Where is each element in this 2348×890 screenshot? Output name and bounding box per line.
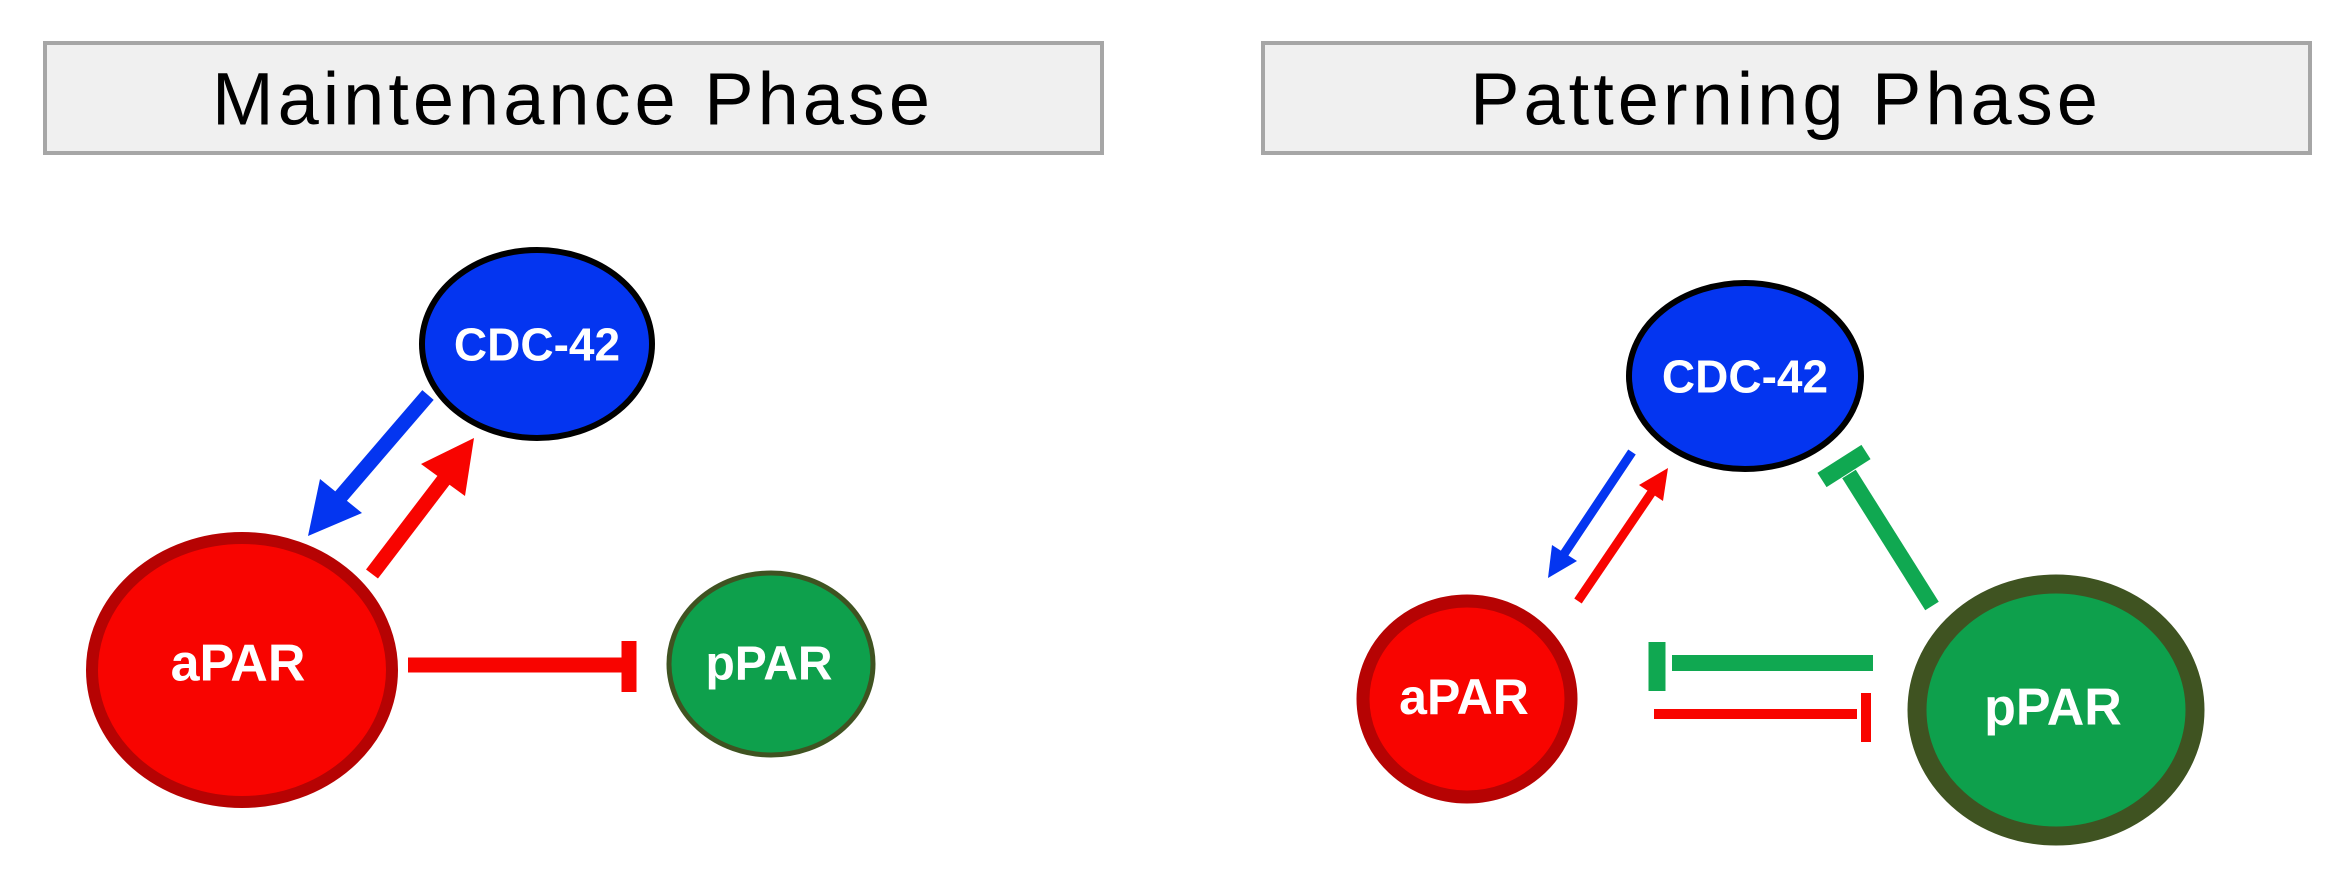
- edge-ppar-to-apar-inhibition-bar: [1648, 642, 1873, 691]
- node-cdc42: [419, 247, 655, 441]
- node-apar-label: aPAR: [1399, 669, 1529, 725]
- node-cdc42-label: CDC-42: [454, 319, 620, 371]
- arrowhead: [308, 479, 362, 536]
- edge-shaft: [330, 390, 434, 507]
- edge-cdc42-to-apar-activation-arrow: [1548, 449, 1636, 578]
- edge-apar-to-cdc42-activation-arrow: [1574, 468, 1668, 604]
- edge-shaft: [1842, 469, 1939, 611]
- node-ppar: [1907, 574, 2205, 846]
- edge-shaft: [1574, 486, 1658, 604]
- edge-cdc42-to-apar-activation-arrow: [308, 390, 434, 536]
- node-apar: [86, 532, 398, 808]
- arrowhead: [421, 438, 474, 496]
- panel-patterning: Patterning Phase: [1261, 41, 2312, 846]
- node-ppar-label: pPAR: [1984, 679, 2122, 737]
- node-apar-label: aPAR: [171, 635, 306, 693]
- edge-shaft: [1558, 449, 1636, 560]
- maintenance-title-box: [43, 41, 1104, 155]
- arrowhead: [1548, 545, 1577, 578]
- edge-apar-to-ppar-inhibition-bar: [1654, 693, 1871, 742]
- edge-apar-to-cdc42-activation-arrow: [366, 438, 474, 579]
- node-cdc42: [1626, 280, 1864, 472]
- node-ppar-label: pPAR: [705, 637, 832, 690]
- edge-apar-to-ppar-inhibition-bar: [408, 641, 637, 692]
- edge-shaft: [366, 472, 452, 579]
- edge-ppar-to-cdc42-inhibition-bar: [1817, 444, 1939, 611]
- patterning-title: Patterning Phase: [1470, 58, 2102, 141]
- patterning-title-box: [1261, 41, 2312, 155]
- maintenance-title: Maintenance Phase: [212, 58, 934, 141]
- node-apar: [1356, 594, 1578, 804]
- node-ppar: [666, 570, 876, 758]
- node-cdc42-label: CDC-42: [1662, 351, 1828, 403]
- panel-maintenance: Maintenance Phase CDC-42 aPAR p: [43, 41, 1104, 808]
- inhibition-t-head: [1817, 444, 1871, 488]
- arrowhead: [1639, 468, 1668, 501]
